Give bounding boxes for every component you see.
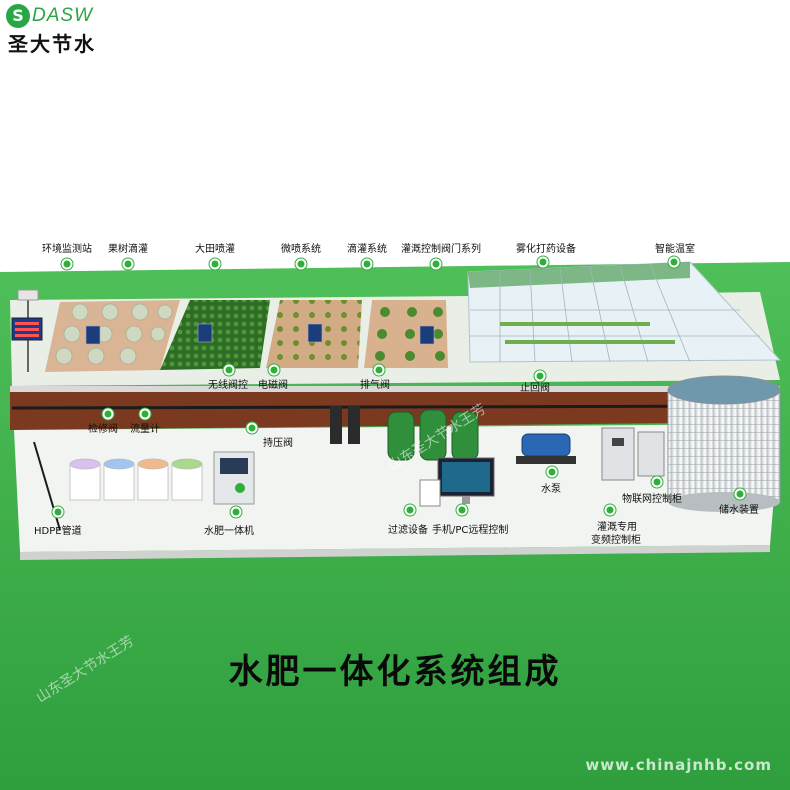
platform-edge — [20, 545, 770, 560]
watermark-url: www.chinajnhb.com — [585, 756, 772, 774]
brand-chinese: 圣大节水 — [8, 32, 96, 56]
label-valve-series: 灌溉控制阀门系列 — [401, 244, 481, 255]
fertigation-machine — [213, 451, 255, 505]
label-environment-station: 环境监测站 — [42, 244, 92, 255]
label-dot-service-valve — [102, 408, 114, 420]
label-drip-system: 滴灌系统 — [347, 244, 387, 255]
label-fertigation-machine: 水肥一体机 — [204, 526, 254, 537]
label-filter: 过滤设备 — [388, 525, 428, 536]
label-dot-field-sprinkler — [209, 258, 221, 270]
storage-tank — [667, 375, 781, 512]
brand-mark: S — [6, 4, 30, 28]
drip-plants — [375, 307, 445, 361]
brand-latin: DASW — [32, 5, 93, 26]
control-cabinets — [601, 427, 665, 481]
label-dot-remote-control — [456, 504, 468, 516]
label-smart-greenhouse: 智能温室 — [655, 244, 695, 255]
label-micro-spray: 微喷系统 — [281, 244, 321, 255]
equipment-platform — [14, 424, 780, 552]
label-pressure-valve: 持压阀 — [263, 438, 293, 449]
label-dot-environment-station — [61, 258, 73, 270]
label-field-sprinkler: 大田喷灌 — [195, 244, 235, 255]
label-dot-check-valve — [534, 370, 546, 382]
label-dot-flow-meter — [139, 408, 151, 420]
label-orchard-drip: 果树滴灌 — [108, 244, 148, 255]
label-dot-iot-cabinet — [651, 476, 663, 488]
label-remote-control: 手机/PC远程控制 — [432, 525, 509, 536]
diagram-title: 水肥一体化系统组成 — [228, 652, 562, 692]
main-pipe — [11, 404, 779, 410]
label-check-valve: 止回阀 — [520, 383, 550, 394]
label-pump: 水泵 — [541, 484, 561, 495]
remote-monitor — [419, 457, 495, 507]
label-dot-fertigation-machine — [230, 506, 242, 518]
orchard-trees — [55, 303, 173, 365]
label-dot-exhaust-valve — [373, 364, 385, 376]
label-exhaust-valve: 排气阀 — [360, 380, 390, 391]
water-pump — [516, 433, 576, 464]
label-dot-spray-equipment — [537, 256, 549, 268]
label-storage: 储水装置 — [719, 505, 759, 516]
label-flow-meter: 流量计 — [130, 424, 160, 435]
trench-rim — [10, 386, 780, 392]
label-vfd-cabinet-line1: 灌溉专用 — [597, 522, 637, 533]
crop-field — [160, 300, 270, 370]
label-dot-storage — [734, 488, 746, 500]
label-dot-valve-series — [430, 258, 442, 270]
brand-logo: S DASW 圣大节水 — [6, 4, 126, 60]
label-spray-equipment: 雾化打药设备 — [516, 244, 576, 255]
label-dot-orchard-drip — [122, 258, 134, 270]
greenhouse — [467, 261, 782, 363]
label-vfd-cabinet-line2: 变频控制柜 — [591, 535, 641, 546]
label-wireless-valve: 无线阀控 — [208, 380, 248, 391]
label-solenoid-valve: 电磁阀 — [258, 380, 288, 391]
label-dot-pressure-valve — [246, 422, 258, 434]
soil-trench — [10, 392, 780, 430]
white-sky — [0, 0, 790, 270]
weather-station — [11, 289, 43, 372]
label-dot-smart-greenhouse — [668, 256, 680, 268]
label-dot-solenoid-valve — [268, 364, 280, 376]
label-dot-vfd-cabinet — [604, 504, 616, 516]
label-dot-micro-spray — [295, 258, 307, 270]
label-hdpe: HDPE管道 — [34, 526, 82, 537]
label-dot-hdpe — [52, 506, 64, 518]
label-dot-pump — [546, 466, 558, 478]
solar-panels — [85, 323, 435, 345]
label-dot-wireless-valve — [223, 364, 235, 376]
label-service-valve: 检修阀 — [88, 424, 118, 435]
label-iot-cabinet: 物联网控制柜 — [622, 494, 682, 505]
label-dot-drip-system — [361, 258, 373, 270]
fertilizer-barrels — [69, 458, 203, 501]
label-dot-filter — [404, 504, 416, 516]
